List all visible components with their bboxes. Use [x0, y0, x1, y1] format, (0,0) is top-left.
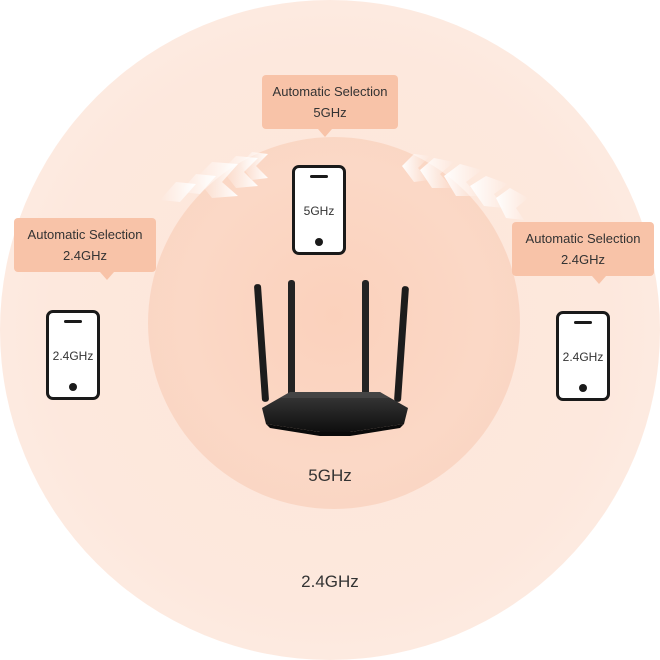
phone-home-button	[69, 383, 77, 391]
router-icon	[254, 280, 409, 436]
callout-top: Automatic Selection 5GHz	[262, 75, 398, 137]
callout-left-title: Automatic Selection	[27, 227, 143, 242]
phone-speaker	[310, 175, 328, 178]
phone-speaker	[64, 320, 82, 323]
callout-left: Automatic Selection 2.4GHz	[14, 218, 156, 280]
phone-right-band: 2.4GHz	[562, 350, 604, 364]
smartphone-icon-right: 2.4GHz	[556, 311, 610, 401]
phone-speaker	[574, 321, 592, 324]
phone-home-button	[579, 384, 587, 392]
callout-right-title: Automatic Selection	[525, 231, 641, 246]
phone-home-button	[315, 238, 323, 246]
callout-right-band: 2.4GHz	[560, 252, 606, 267]
arrow-top-to-right-icon	[402, 154, 528, 220]
arrow-left-to-top-icon	[160, 152, 268, 202]
callout-right: Automatic Selection 2.4GHz	[512, 222, 654, 284]
phone-top-band: 5GHz	[303, 204, 335, 218]
callout-left-band: 2.4GHz	[62, 248, 108, 263]
callout-top-band: 5GHz	[313, 105, 347, 120]
outer-zone-label: 2.4GHz	[301, 572, 359, 591]
callout-top-title: Automatic Selection	[272, 84, 388, 99]
phone-left-band: 2.4GHz	[52, 349, 94, 363]
smartphone-icon-left: 2.4GHz	[46, 310, 100, 400]
inner-zone-label: 5GHz	[308, 466, 352, 485]
smartphone-icon-top: 5GHz	[292, 165, 346, 255]
